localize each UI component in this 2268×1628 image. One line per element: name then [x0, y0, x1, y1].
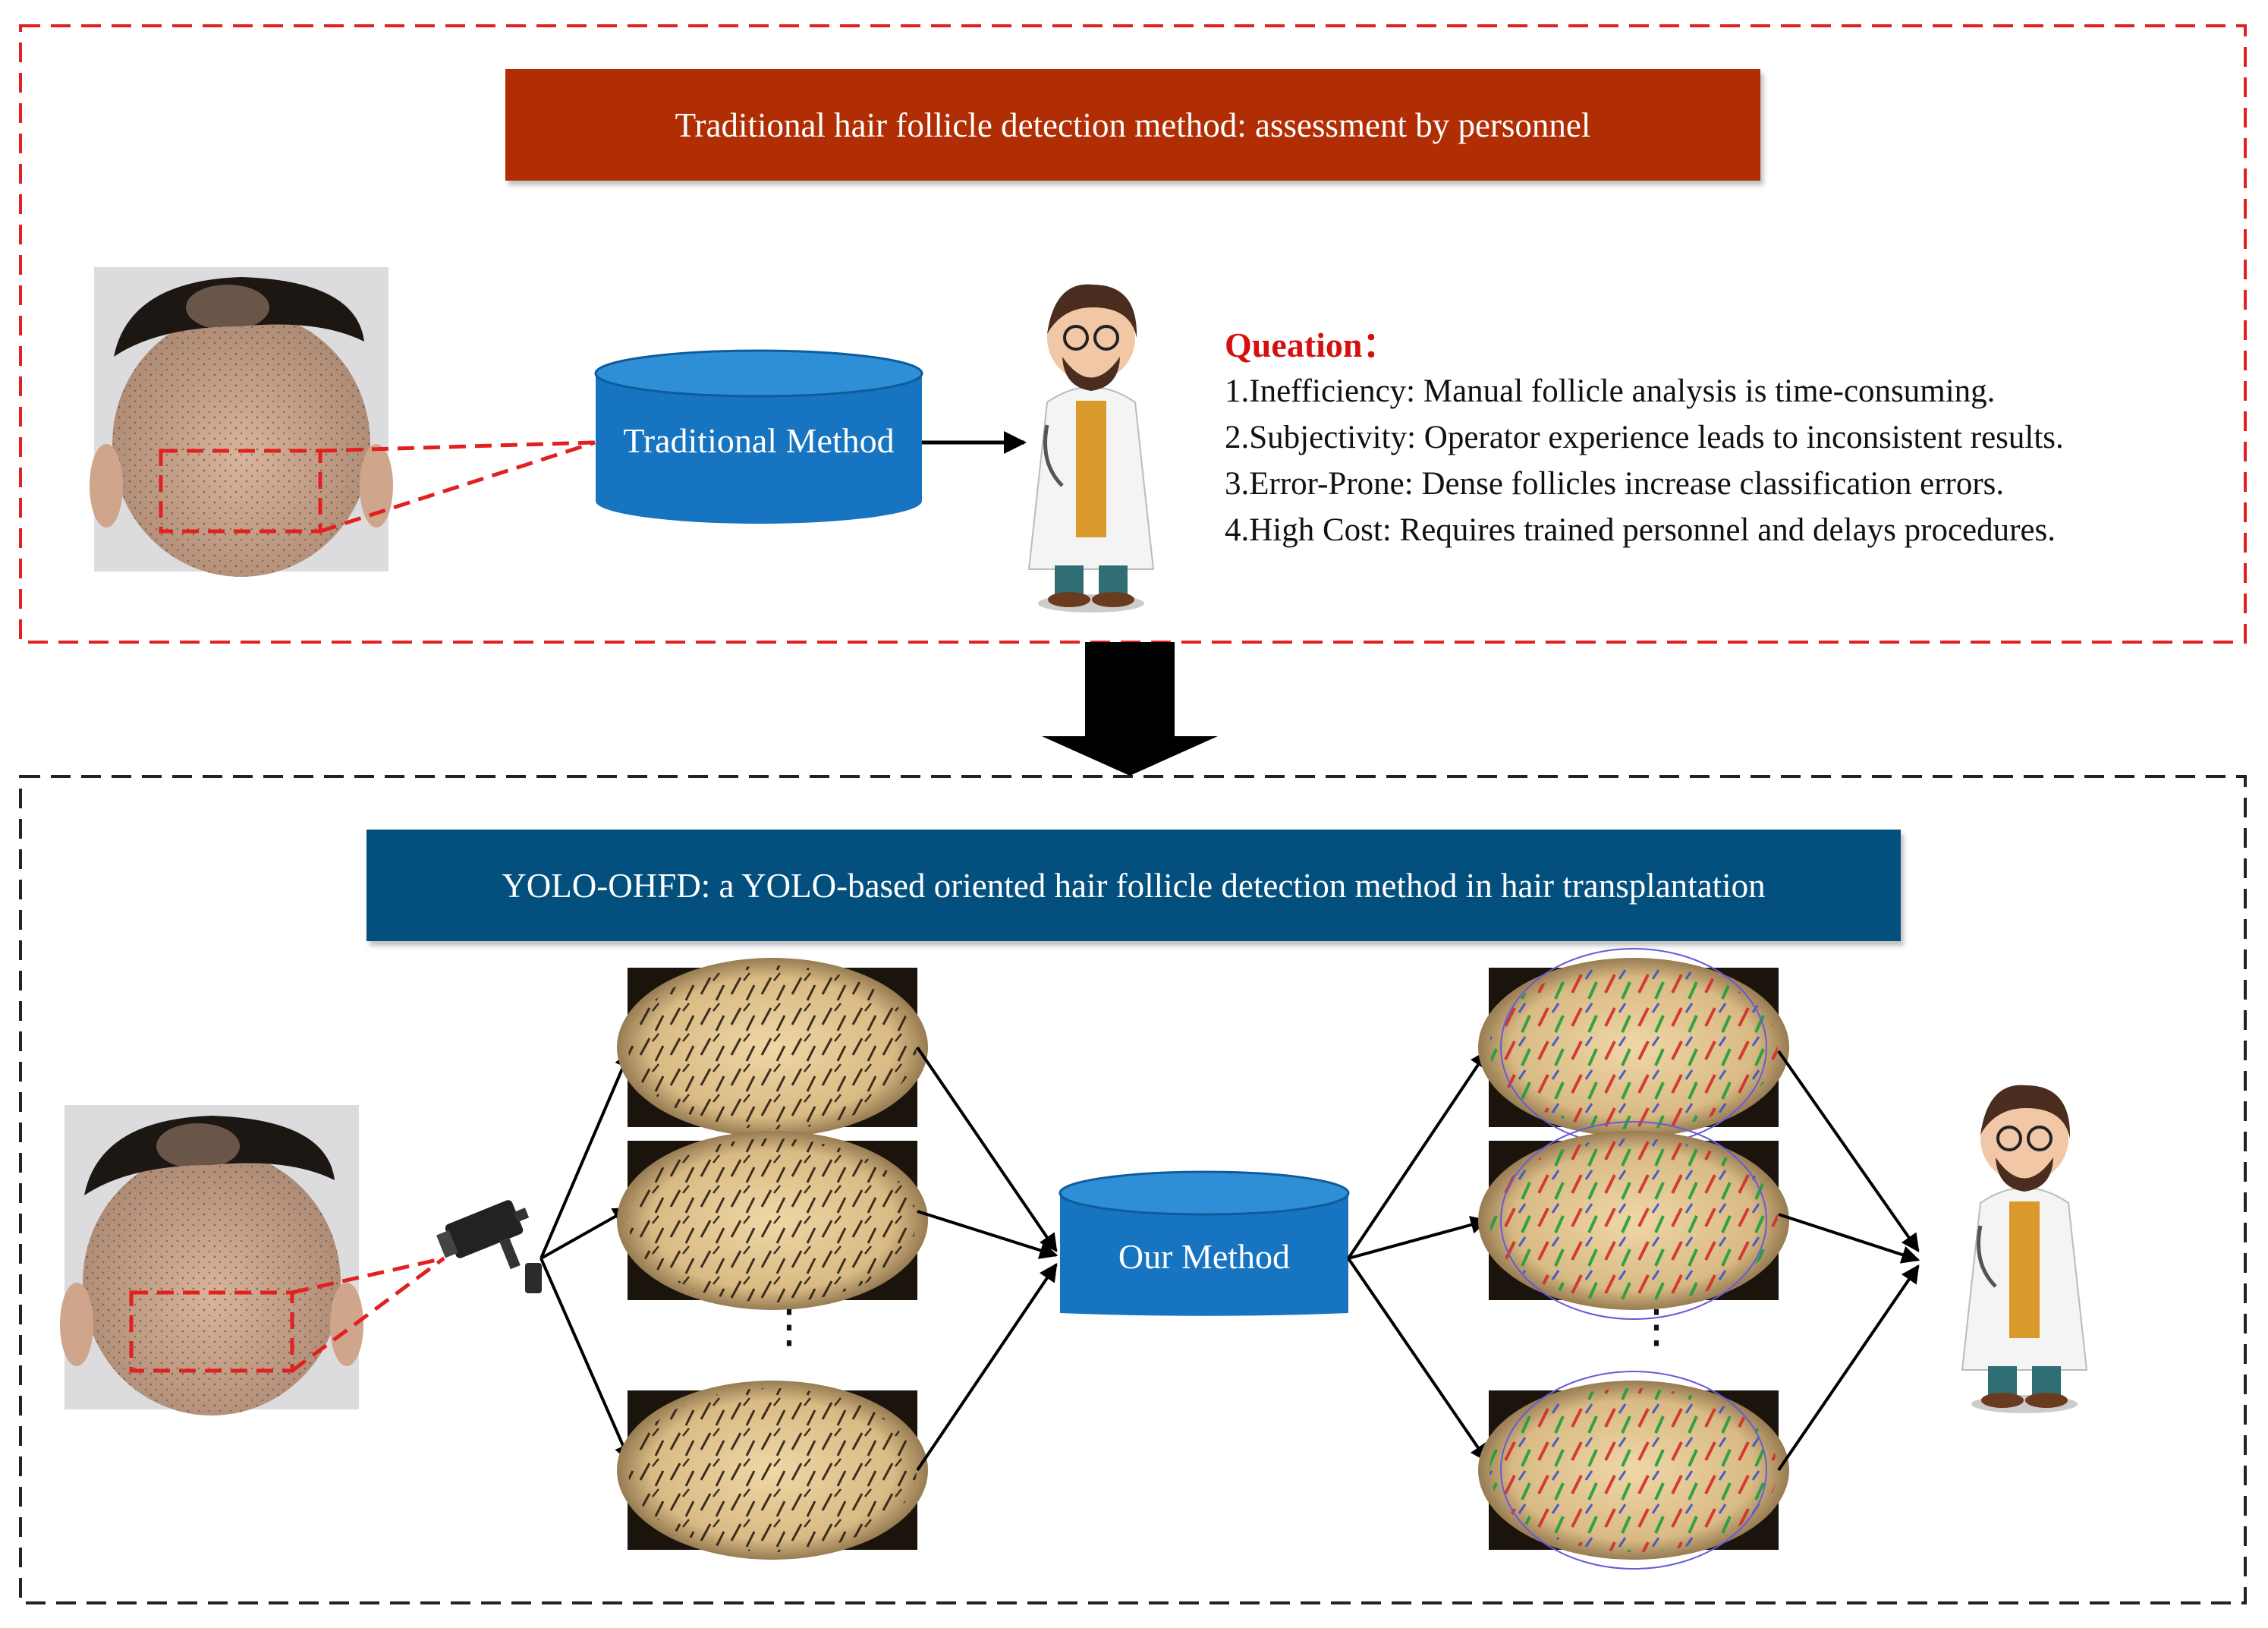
micro-image-detected-1 [1478, 948, 1789, 1147]
micro-image-raw-1 [617, 958, 928, 1137]
head-photo-top [90, 267, 393, 577]
roi-box-top [159, 449, 322, 534]
database-traditional [594, 349, 923, 524]
camera-icon [436, 1200, 530, 1270]
arrow-camera-to-img1 [539, 1049, 632, 1259]
arrow-camera-to-img3 [539, 1258, 632, 1463]
arrow-method-to-det3 [1347, 1257, 1489, 1463]
question-item: 3.Error-Prone: Dense follicles increase … [1225, 466, 2005, 502]
roi-line-top-2 [319, 440, 596, 534]
roi-line-bottom-1 [291, 1256, 445, 1295]
ellipsis-detected-images: ⋮ [1634, 1302, 1679, 1352]
doctor-illustration-top [1027, 284, 1155, 612]
question-item: 2.Subjectivity: Operator experience lead… [1225, 420, 2064, 455]
question-block: Queation： 1.Inefficiency: Manual follicl… [1225, 322, 2241, 553]
database-our-method [1059, 1170, 1350, 1316]
database-label-our-method: Our Method [1118, 1236, 1291, 1276]
big-down-arrow [1042, 642, 1218, 776]
database-label-traditional: Traditional Method [623, 420, 895, 460]
arrow-camera-to-img2 [540, 1207, 632, 1260]
bottom-panel-border [19, 775, 2247, 1604]
micro-image-detected-2 [1478, 1121, 1789, 1320]
roi-line-top-1 [319, 440, 596, 453]
top-panel-banner: Traditional hair follicle detection meth… [505, 69, 1760, 181]
arrow-img1-to-method [916, 1046, 1058, 1252]
arrow-img2-to-method [917, 1210, 1059, 1259]
question-title: Queation： [1225, 326, 1398, 364]
arrow-method-to-det2 [1348, 1216, 1489, 1260]
arrow-det1-to-doctor [1777, 1050, 1920, 1252]
arrow-det3-to-doctor [1777, 1264, 1920, 1472]
micro-image-raw-2 [617, 1131, 928, 1310]
head-photo-bottom [60, 1105, 363, 1415]
micro-image-raw-3 [617, 1381, 928, 1560]
arrow-img3-to-method [916, 1263, 1058, 1472]
ellipsis-raw-images: ⋮ [766, 1302, 812, 1352]
bottom-panel-banner: YOLO-OHFD: a YOLO-based oriented hair fo… [366, 830, 1901, 941]
roi-line-bottom-2 [291, 1256, 445, 1373]
arrow-method-to-det1 [1347, 1050, 1489, 1260]
camera-mount [525, 1263, 542, 1293]
doctor-illustration-bottom [1961, 1085, 2088, 1413]
question-item: 1.Inefficiency: Manual follicle analysis… [1225, 373, 1996, 409]
micro-image-detected-3 [1478, 1371, 1789, 1570]
roi-box-bottom [129, 1290, 294, 1373]
question-item: 4.High Cost: Requires trained personnel … [1225, 512, 2056, 548]
arrow-det2-to-doctor [1778, 1213, 1920, 1264]
